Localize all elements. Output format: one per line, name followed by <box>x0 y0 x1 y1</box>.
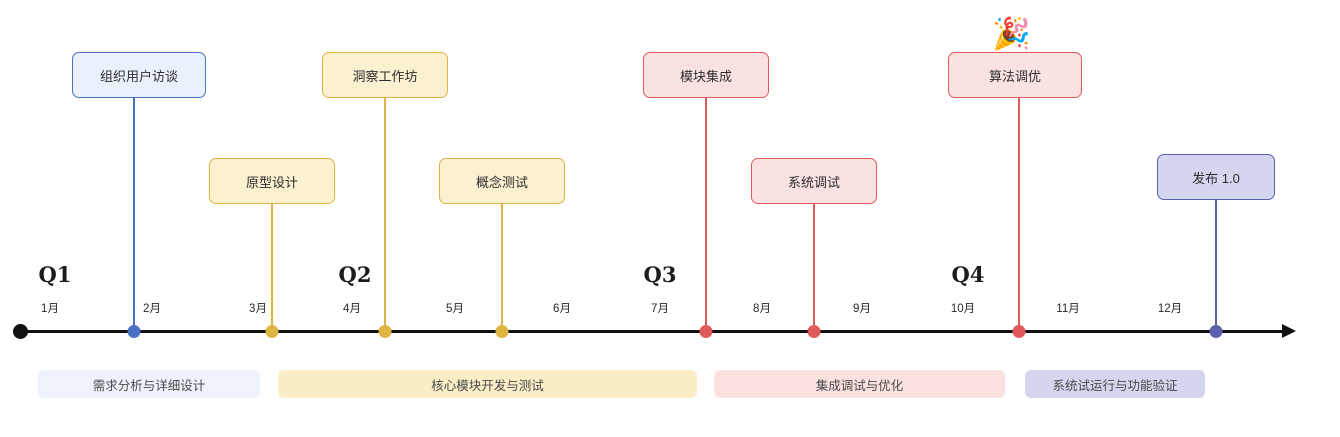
month-label: 1月 <box>41 303 59 315</box>
milestone-box[interactable]: 原型设计 <box>209 158 335 204</box>
milestone-node-dot[interactable] <box>127 325 141 338</box>
phase-bar[interactable]: 需求分析与详细设计 <box>38 370 260 398</box>
month-label: 6月 <box>553 303 571 315</box>
month-label: 3月 <box>249 303 267 315</box>
quarter-label: Q4 <box>951 262 985 287</box>
phase-bar[interactable]: 集成调试与优化 <box>714 370 1005 398</box>
milestone-box[interactable]: 发布 1.0 <box>1157 154 1275 200</box>
milestone-stem <box>705 98 707 332</box>
party-popper-icon: 🎉 <box>992 16 1031 51</box>
phase-bar[interactable]: 系统试运行与功能验证 <box>1025 370 1205 398</box>
milestone-box[interactable]: 组织用户访谈 <box>72 52 206 98</box>
milestone-stem <box>384 98 386 332</box>
milestone-node-dot[interactable] <box>378 325 392 338</box>
milestone-stem <box>1018 98 1020 332</box>
timeline-axis-arrow-icon <box>1282 324 1296 338</box>
milestone-node-dot[interactable] <box>699 325 713 338</box>
month-label: 10月 <box>950 303 976 315</box>
timeline-axis-line <box>20 330 1290 333</box>
milestone-stem <box>501 204 503 332</box>
milestone-box[interactable]: 模块集成 <box>643 52 769 98</box>
month-label: 12月 <box>1157 303 1183 315</box>
milestone-node-dot[interactable] <box>1209 325 1223 338</box>
milestone-stem <box>133 98 135 332</box>
timeline-origin-dot <box>13 324 28 339</box>
month-label: 11月 <box>1056 303 1080 315</box>
month-label: 4月 <box>343 303 361 315</box>
milestone-node-dot[interactable] <box>807 325 821 338</box>
month-label: 9月 <box>853 303 871 315</box>
month-label: 5月 <box>446 303 464 315</box>
milestone-stem <box>1215 200 1217 332</box>
milestone-node-dot[interactable] <box>1012 325 1026 338</box>
month-label: 7月 <box>651 303 669 315</box>
milestone-box[interactable]: 算法调优 <box>948 52 1082 98</box>
milestone-node-dot[interactable] <box>495 325 509 338</box>
milestone-node-dot[interactable] <box>265 325 279 338</box>
quarter-label: Q3 <box>643 262 677 287</box>
quarter-label: Q1 <box>38 262 72 287</box>
milestone-box[interactable]: 洞察工作坊 <box>322 52 448 98</box>
phase-bar[interactable]: 核心模块开发与测试 <box>278 370 697 398</box>
milestone-stem <box>271 204 273 332</box>
month-label: 8月 <box>753 303 771 315</box>
milestone-box[interactable]: 系统调试 <box>751 158 877 204</box>
month-label: 2月 <box>143 303 161 315</box>
quarter-label: Q2 <box>338 262 372 287</box>
milestone-box[interactable]: 概念测试 <box>439 158 565 204</box>
milestone-stem <box>813 204 815 332</box>
